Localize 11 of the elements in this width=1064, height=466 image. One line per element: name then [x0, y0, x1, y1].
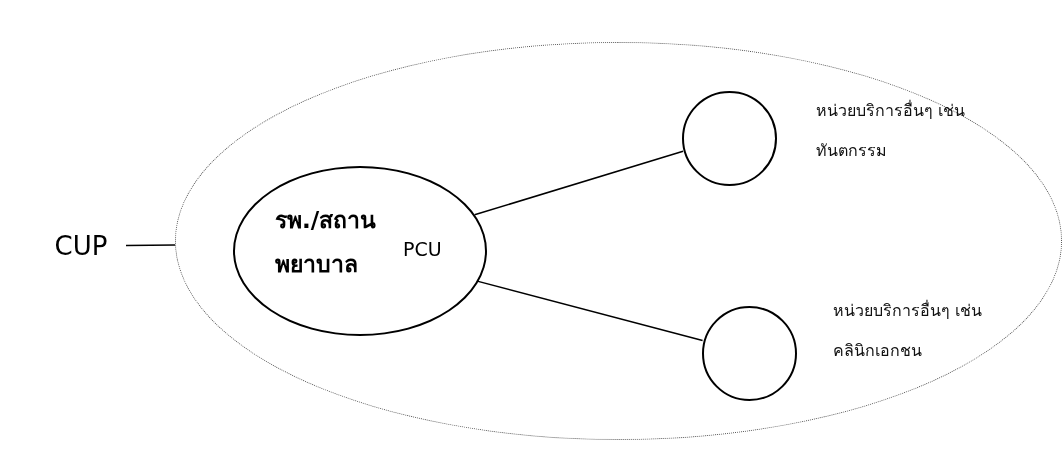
node-label: PCU — [403, 238, 442, 260]
connector-line — [473, 150, 684, 216]
ellipse-node — [233, 166, 487, 336]
label-text: CUP — [36, 226, 126, 266]
node-caption: หน่วยบริการอื่นๆ เช่น ทันตกรรม — [816, 99, 966, 162]
node-title: รพ./สถานพยาบาล — [275, 206, 378, 279]
connector-line — [125, 244, 176, 247]
circle — [682, 91, 777, 186]
connector-line — [476, 280, 704, 342]
node-caption: หน่วยบริการอื่นๆ เช่น คลินิกเอกชน — [833, 299, 983, 362]
circle — [702, 306, 797, 401]
